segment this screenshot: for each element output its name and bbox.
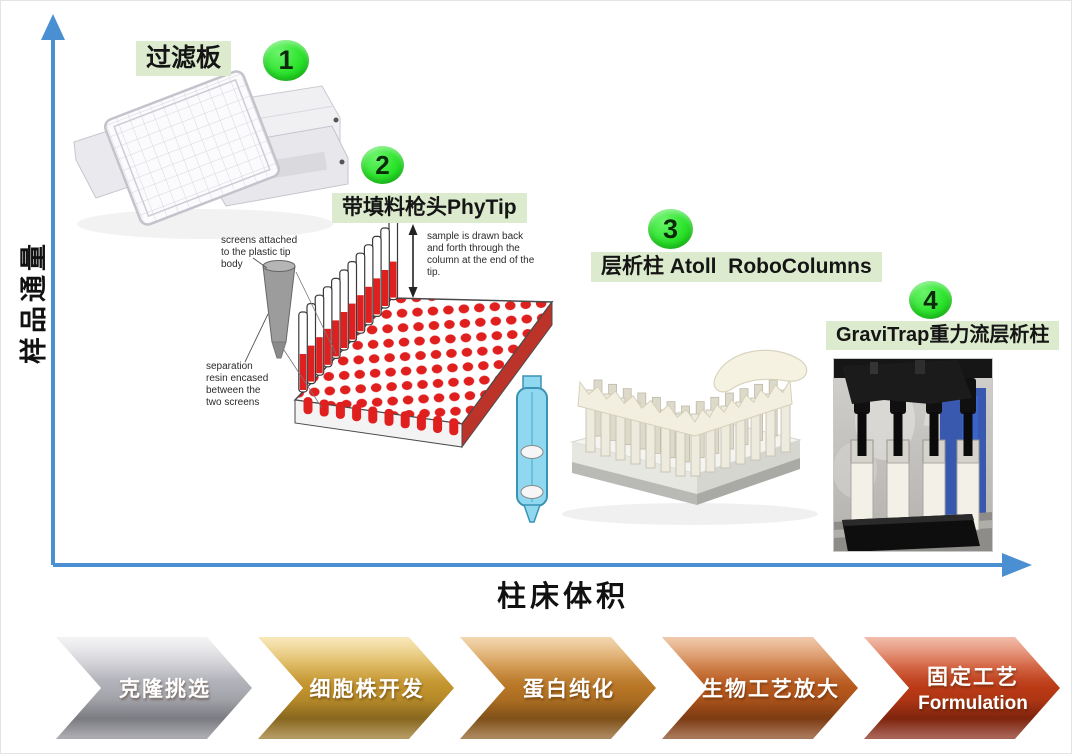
item-label-robocolumns: 层析柱 Atoll RoboColumns <box>591 252 882 283</box>
robocolumns-illustration <box>562 349 818 525</box>
y-axis <box>41 14 65 565</box>
item-label-phytip: 带填料枪头PhyTip <box>332 193 527 224</box>
process-step-bioprocess-scaleup: 生物工艺放大 <box>662 637 858 739</box>
process-step-formulation: 固定工艺 Formulation <box>864 637 1060 739</box>
annotation-screens: screens attached to the plastic tip body <box>221 235 298 270</box>
item-label-filter-plate: 过滤板 <box>136 41 232 76</box>
item-badge-3: 3 <box>648 209 693 249</box>
annotation-sample: sample is drawn back and forth through t… <box>427 231 535 278</box>
process-step-clone-selection: 克隆挑选 <box>56 637 252 739</box>
item-badge-4: 4 <box>909 281 952 319</box>
phytip-illustration <box>244 219 554 449</box>
process-flow: 克隆挑选 细胞株开发 蛋白纯化 生物工艺放大 固定工艺 Formulation <box>56 637 1066 739</box>
process-step-label: 固定工艺 <box>927 666 1019 689</box>
process-step-label2: Formulation <box>918 693 1028 714</box>
item-badge-1: 1 <box>263 40 309 81</box>
x-axis <box>53 553 1032 577</box>
annotation-resin: separation resin encased between the two… <box>206 361 269 408</box>
process-step-label: 生物工艺放大 <box>702 678 840 701</box>
item-label-gravitrap: GraviTrap重力流层析柱 <box>826 321 1060 350</box>
filter-plate-illustration <box>73 70 349 239</box>
gravitrap-photo <box>833 358 993 552</box>
y-axis-label: 样品通量 <box>19 240 49 364</box>
process-step-label: 克隆挑选 <box>119 678 211 701</box>
process-step-cell-line-development: 细胞株开发 <box>258 637 454 739</box>
blue-column-illustration <box>516 375 548 523</box>
process-step-protein-purification: 蛋白纯化 <box>460 637 656 739</box>
x-axis-label: 柱床体积 <box>496 581 629 613</box>
process-step-label: 蛋白纯化 <box>523 678 615 701</box>
process-step-label: 细胞株开发 <box>309 678 425 701</box>
item-badge-2: 2 <box>361 146 404 184</box>
